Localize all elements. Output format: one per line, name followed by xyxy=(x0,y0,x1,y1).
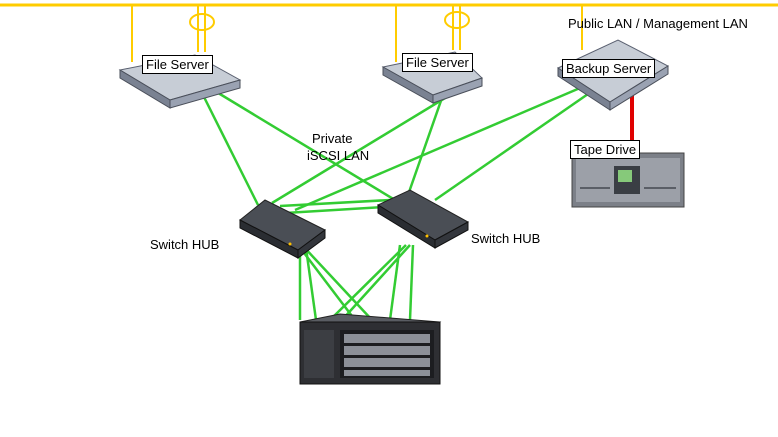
private-lan-label-line1: Private xyxy=(312,131,353,146)
link xyxy=(388,244,402,321)
tape-drive-icon xyxy=(571,152,685,208)
nic-team-ring-1 xyxy=(189,13,215,31)
link xyxy=(279,198,391,208)
link xyxy=(406,94,445,196)
link xyxy=(341,244,411,321)
link xyxy=(329,244,407,321)
link xyxy=(196,84,260,206)
link xyxy=(304,247,318,321)
link xyxy=(301,244,373,321)
link xyxy=(204,83,396,202)
public-lan-lines xyxy=(0,3,778,62)
iscsi-storage-icon xyxy=(299,313,442,385)
link xyxy=(271,93,451,205)
private-lan-label-line2: iSCSI LAN xyxy=(307,148,370,163)
nic-team-ring-2 xyxy=(444,11,470,29)
switch-hub-1-icon xyxy=(239,199,326,259)
backup-server-label: Backup Server xyxy=(562,59,656,78)
switch-hub-2-icon xyxy=(376,189,470,249)
link xyxy=(408,244,415,321)
link xyxy=(434,92,589,202)
file-server-2-label: File Server xyxy=(402,53,473,72)
iscsi-links xyxy=(196,83,589,321)
switch-hub-2-label: Switch HUB xyxy=(471,231,541,246)
link xyxy=(297,244,356,321)
file-server-1-label: File Server xyxy=(142,55,213,74)
public-lan-label: Public LAN / Management LAN xyxy=(568,16,748,31)
link xyxy=(284,205,386,215)
switch-hub-1-label: Switch HUB xyxy=(150,237,220,252)
tape-drive-label: Tape Drive xyxy=(570,140,641,159)
link xyxy=(294,86,581,212)
